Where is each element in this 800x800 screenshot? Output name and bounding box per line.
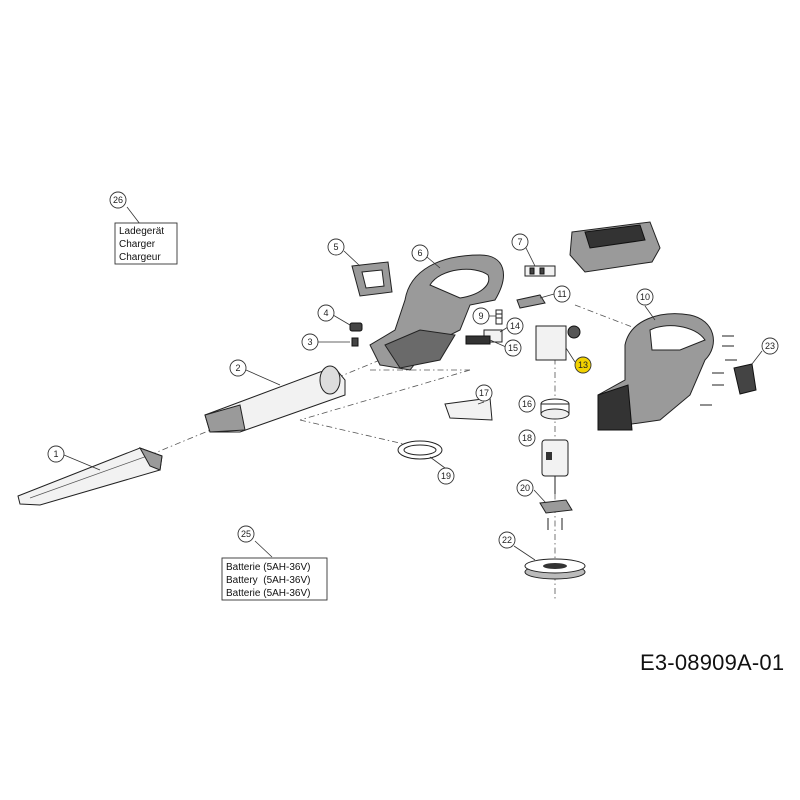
battery-box: Batterie (5AH-36V) Battery (5AH-36V) Bat… (221, 557, 328, 601)
callouts: 1 2 3 4 5 6 7 9 10 11 13 14 15 16 17 18 … (47, 191, 779, 549)
svg-text:13: 13 (578, 360, 588, 370)
callout-2: 2 (229, 359, 247, 377)
svg-text:3: 3 (307, 337, 312, 347)
svg-text:1: 1 (53, 449, 58, 459)
callout-18: 18 (518, 429, 536, 447)
callout-7: 7 (511, 233, 529, 251)
leader-lines (63, 206, 763, 561)
svg-text:2: 2 (235, 363, 240, 373)
drawing-code: E3-08909A-01 (640, 650, 785, 675)
callout-16: 16 (518, 395, 536, 413)
part-7-switch (524, 265, 556, 277)
svg-text:11: 11 (557, 289, 566, 299)
part-6-housing-left (369, 254, 504, 371)
callout-6: 6 (411, 244, 429, 262)
callout-5: 5 (327, 238, 345, 256)
battery-line-1: Batterie (5AH-36V) (226, 562, 310, 573)
callout-17: 17 (475, 384, 493, 402)
svg-text:18: 18 (522, 433, 532, 443)
svg-text:14: 14 (510, 321, 520, 331)
callout-3: 3 (301, 333, 319, 351)
svg-text:20: 20 (520, 483, 530, 493)
svg-text:19: 19 (441, 471, 451, 481)
svg-text:16: 16 (522, 399, 532, 409)
callout-13: 13 (574, 356, 592, 374)
charger-line-2: Charger (119, 239, 156, 250)
callout-15: 15 (504, 339, 522, 357)
battery-line-3: Batterie (5AH-36V) (226, 588, 310, 599)
svg-text:22: 22 (502, 535, 512, 545)
screws-right (700, 335, 737, 406)
part-9-spring (495, 309, 503, 325)
svg-text:6: 6 (417, 248, 422, 258)
svg-text:4: 4 (323, 308, 328, 318)
svg-text:7: 7 (517, 237, 522, 247)
callout-9: 9 (472, 307, 490, 325)
part-16-damper (540, 398, 570, 420)
charger-box: Ladegerät Charger Chargeur (114, 222, 178, 265)
svg-text:17: 17 (479, 388, 489, 398)
part-3-clip (351, 337, 359, 347)
part-2-blower-tube (204, 365, 346, 433)
svg-text:10: 10 (640, 292, 650, 302)
callout-19: 19 (437, 467, 455, 485)
callout-4: 4 (317, 304, 335, 322)
svg-text:25: 25 (241, 529, 251, 539)
callout-25: 25 (237, 525, 255, 543)
part-22-fan (524, 558, 586, 580)
callout-22: 22 (498, 531, 516, 549)
part-19-ring (397, 440, 443, 460)
svg-text:23: 23 (765, 341, 775, 351)
part-5-cover (351, 261, 393, 297)
part-1-nozzle (17, 447, 163, 506)
callout-11: 11 (553, 285, 571, 303)
part-10-housing-right (597, 313, 714, 431)
part-4-button (349, 322, 363, 332)
callout-23: 23 (761, 337, 779, 355)
svg-text:15: 15 (508, 343, 518, 353)
svg-text:9: 9 (478, 311, 483, 321)
callout-14: 14 (506, 317, 524, 335)
part-18-motor (541, 439, 569, 494)
callout-1: 1 (47, 445, 65, 463)
svg-text:26: 26 (113, 195, 123, 205)
part-11-gear (516, 294, 546, 309)
charger-line-1: Ladegerät (119, 226, 164, 237)
svg-text:5: 5 (333, 242, 338, 252)
part-20-plate (539, 499, 573, 530)
callout-10: 10 (636, 288, 654, 306)
part-13-control-module (535, 325, 581, 361)
part-23-grille (733, 363, 757, 395)
part-15-springs (465, 335, 491, 345)
callout-20: 20 (516, 479, 534, 497)
battery-pack (569, 221, 661, 273)
callout-26: 26 (109, 191, 127, 209)
battery-line-2: Battery (5AH-36V) (226, 575, 310, 586)
charger-line-3: Chargeur (119, 252, 161, 263)
